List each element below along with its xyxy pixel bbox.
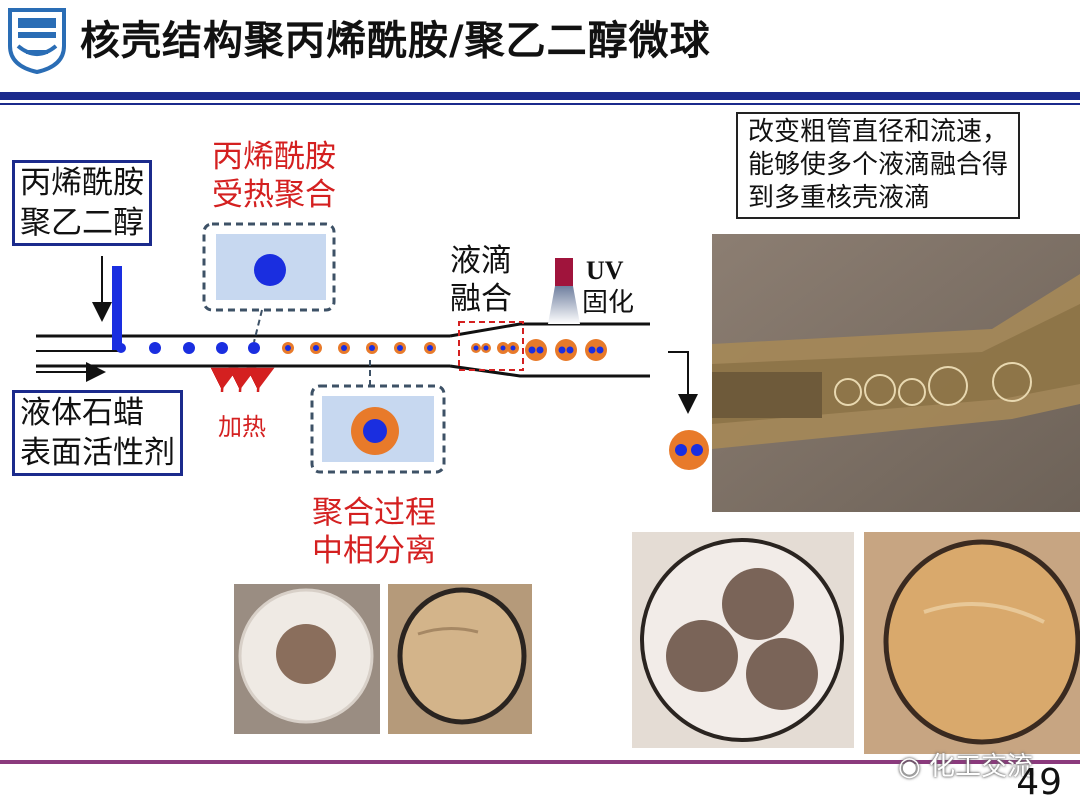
heat-polymerization-line2: 受热聚合 xyxy=(212,177,336,213)
droplet-merge-label: 液滴 融合 xyxy=(450,242,512,318)
footer-rule xyxy=(0,760,1080,764)
note-line2: 能够使多个液滴融合得 xyxy=(748,150,1009,180)
title-rule-thin xyxy=(0,103,1080,105)
output-arrow xyxy=(668,351,698,414)
phase-separation-line2: 中相分离 xyxy=(312,533,436,569)
heating-arrows xyxy=(210,367,275,393)
droplet-merge-line1: 液滴 xyxy=(450,243,512,279)
uv-cure-label: 固化 xyxy=(582,288,635,318)
inlet-tube xyxy=(112,266,122,350)
core-shell-particle-photo-1 xyxy=(234,584,380,734)
multi-core-particle-photo-2 xyxy=(864,532,1080,754)
note-box: 改变粗管直径和流速， 能够使多个液滴融合得 到多重核壳液滴 xyxy=(736,112,1021,219)
merging-droplets xyxy=(471,342,519,354)
merge-zone-box xyxy=(458,321,524,371)
output-double-core-droplet xyxy=(669,430,709,470)
monomer-droplets xyxy=(116,342,260,354)
note-line1: 改变粗管直径和流速， xyxy=(748,117,1009,147)
uv-label: UV xyxy=(586,256,624,285)
watermark-text: 化工交流 xyxy=(928,752,1033,782)
droplet-merge-line2: 融合 xyxy=(450,281,512,317)
monomer-label-line1: 丙烯酰胺 xyxy=(20,165,144,201)
core-shell-droplets xyxy=(282,342,436,354)
wechat-icon: ◉ xyxy=(898,752,929,782)
slide-title: 核壳结构聚丙烯酰胺/聚乙二醇微球 xyxy=(80,18,711,64)
watermark: ◉ 化工交流 xyxy=(898,746,1033,783)
merged-droplets-photo xyxy=(712,234,1080,512)
phase-separation-label: 聚合过程 中相分离 xyxy=(312,494,436,570)
monomer-label-box: 丙烯酰胺 聚乙二醇 xyxy=(12,160,152,246)
double-core-droplets xyxy=(525,339,607,361)
title-rule xyxy=(0,92,1080,100)
core-shell-particle-photo-2 xyxy=(388,584,532,734)
uv-beam xyxy=(548,286,580,324)
carrier-label-line1: 液体石蜡 xyxy=(20,395,144,431)
multi-core-particle-photo xyxy=(632,532,854,748)
carrier-label-line2: 表面活性剂 xyxy=(20,435,175,471)
uv-lamp xyxy=(555,258,573,286)
heat-polymerization-label: 丙烯酰胺 受热聚合 xyxy=(212,138,336,214)
page-number: 49 xyxy=(1016,762,1062,803)
heating-label: 加热 xyxy=(218,413,266,441)
monomer-label-line2: 聚乙二醇 xyxy=(20,205,144,241)
carrier-label-box: 液体石蜡 表面活性剂 xyxy=(12,390,183,476)
inset-core-shell-droplet xyxy=(310,356,446,474)
note-line3: 到多重核壳液滴 xyxy=(748,183,931,213)
university-logo xyxy=(8,8,66,74)
heat-polymerization-line1: 丙烯酰胺 xyxy=(212,139,336,175)
inset-monomer-droplet xyxy=(202,222,336,343)
phase-separation-line1: 聚合过程 xyxy=(312,495,436,531)
